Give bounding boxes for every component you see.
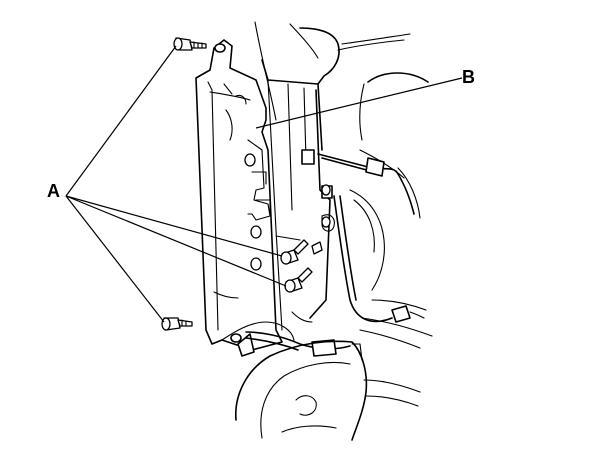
wire-harness-right	[317, 153, 425, 323]
bolt-middle-upper	[280, 239, 309, 265]
bracket-fasteners	[244, 153, 331, 271]
bolt-middle-lower	[284, 267, 313, 293]
callout-label-a: A	[47, 181, 60, 201]
mounting-bracket	[195, 39, 295, 357]
leader-lines-a	[65, 45, 287, 323]
leader-line-b	[255, 77, 463, 129]
bolt-top	[173, 37, 207, 51]
wire-harness-lower	[245, 331, 351, 357]
inner-frame	[261, 59, 335, 331]
lower-body-panel	[235, 340, 421, 441]
callout-label-b: B	[462, 67, 475, 87]
bolt-bottom	[161, 317, 193, 331]
body-structure	[254, 21, 433, 349]
